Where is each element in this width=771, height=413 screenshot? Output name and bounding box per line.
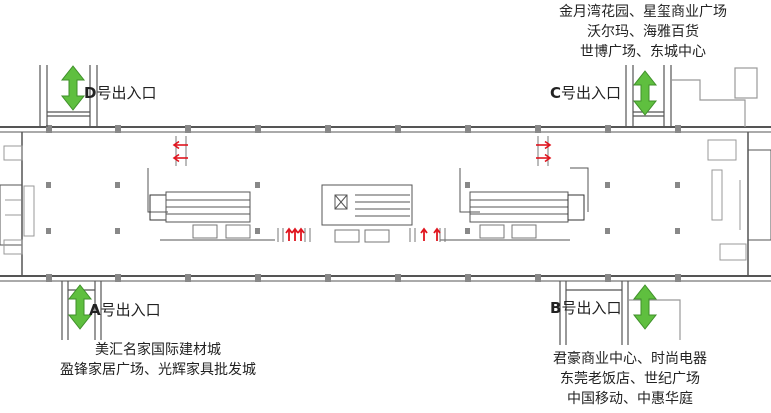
exit-c-arrow-icon [633, 70, 657, 116]
exit-b-destination-2: 东莞老饭店、世纪广场 [560, 371, 700, 387]
exit-c-suffix: 号出入口 [561, 84, 622, 102]
concourse-walls [0, 126, 771, 282]
escalator-left [147, 168, 275, 241]
exit-b-destination-1: 君豪商业中心、时尚电器 [553, 351, 707, 367]
columns [46, 125, 681, 282]
exit-d-label: D号出入口 [84, 84, 156, 102]
left-room-detail [3, 145, 35, 255]
exit-d-arrow-icon [61, 65, 85, 111]
exit-b-destination-3: 中国移动、中惠华庭 [567, 391, 693, 407]
exit-c-destination-1: 金月湾花园、星玺商业广场 [559, 4, 727, 20]
exit-d-suffix: 号出入口 [96, 84, 157, 102]
exit-c-label: C号出入口 [550, 84, 621, 102]
escalator-right [440, 167, 589, 241]
exit-a-destinations: 美汇名家国际建材城 盈锋家居广场、光辉家具批发城 [28, 340, 288, 380]
stairs-centre [321, 184, 413, 243]
exit-a-arrow-icon [68, 284, 92, 330]
right-room-detail [707, 139, 747, 261]
passage-c [625, 65, 758, 127]
exit-b-letter: B [550, 299, 562, 317]
exit-b-label: B号出入口 [550, 299, 621, 317]
flow-arrows [173, 140, 551, 242]
exit-a-destination-2: 盈锋家居广场、光辉家具批发城 [60, 362, 256, 378]
passage-d [39, 65, 98, 127]
exit-c-destination-3: 世博广场、东城中心 [580, 44, 706, 60]
exit-c-destinations: 金月湾花园、星玺商业广场 沃尔玛、海雅百货 世博广场、东城中心 [528, 2, 758, 62]
fare-gates [175, 136, 549, 242]
exit-b-suffix: 号出入口 [561, 299, 622, 317]
exit-a-destination-1: 美汇名家国际建材城 [95, 342, 221, 358]
exit-a-label: A号出入口 [89, 301, 161, 319]
exit-b-arrow-icon [633, 284, 657, 330]
exit-c-letter: C [550, 84, 562, 102]
exit-a-suffix: 号出入口 [100, 301, 161, 319]
exit-a-letter: A [89, 301, 101, 319]
exit-b-destinations: 君豪商业中心、时尚电器 东莞老饭店、世纪广场 中国移动、中惠华庭 [520, 349, 740, 409]
exit-c-destination-2: 沃尔玛、海雅百货 [587, 24, 699, 40]
exit-d-letter: D [84, 84, 97, 102]
